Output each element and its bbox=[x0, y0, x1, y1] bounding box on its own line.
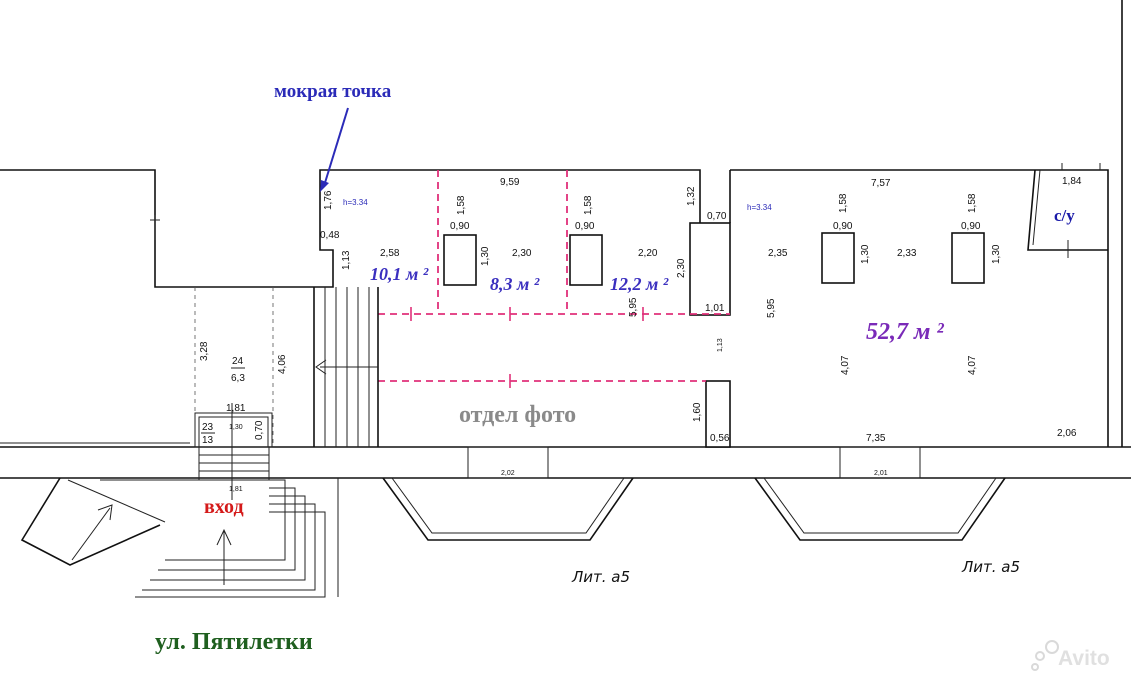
dim-160: 1,60 bbox=[692, 402, 703, 422]
dim-181: 1,81 bbox=[226, 403, 246, 414]
dim-258: 2,58 bbox=[380, 248, 400, 259]
area-room4: 52,7 м ² bbox=[866, 319, 944, 345]
dim-130d: 1,30 bbox=[991, 244, 1002, 264]
entrance-label: вход bbox=[204, 496, 244, 518]
pillar-lower bbox=[705, 380, 731, 448]
left-marks bbox=[150, 215, 160, 240]
dim-048: 0,48 bbox=[320, 230, 340, 241]
dim-090d: 0,90 bbox=[961, 221, 981, 232]
dim-13: 13 bbox=[202, 435, 214, 446]
dim-132: 1,32 bbox=[686, 186, 697, 206]
column-3 bbox=[821, 232, 855, 284]
wet-point-label: мокрая точка bbox=[274, 81, 392, 102]
street-label: ул. Пятилетки bbox=[155, 629, 313, 655]
wc-label: с/у bbox=[1054, 206, 1075, 225]
dim-230b: 2,30 bbox=[676, 258, 687, 278]
dim-113b: 1,13 bbox=[717, 338, 724, 352]
dim-158a: 1,58 bbox=[456, 195, 467, 215]
dim-176: 1,76 bbox=[323, 190, 334, 210]
dim-595a: 5,95 bbox=[628, 297, 639, 317]
column-1 bbox=[443, 234, 477, 286]
dim-595b: 5,95 bbox=[766, 298, 777, 318]
dim-158c: 1,58 bbox=[838, 193, 849, 213]
height-left: h=3.34 bbox=[343, 198, 368, 207]
dim-63: 6,3 bbox=[231, 373, 245, 384]
dim-735: 7,35 bbox=[866, 433, 886, 444]
dim-233: 2,33 bbox=[897, 248, 917, 259]
dim-406: 4,06 bbox=[277, 354, 288, 374]
area-room2: 8,3 м ² bbox=[490, 274, 540, 294]
dim-130c: 1,30 bbox=[860, 244, 871, 264]
dim-158d: 1,58 bbox=[967, 193, 978, 213]
exterior-walls bbox=[0, 0, 1131, 479]
columns bbox=[443, 222, 985, 448]
dim-407a: 4,07 bbox=[840, 355, 851, 375]
dim-202: 2,02 bbox=[501, 470, 515, 477]
lit-left-label: Лит. а5 bbox=[571, 568, 630, 586]
photo-dept-label: отдел фото bbox=[459, 402, 576, 428]
dim-23: 23 bbox=[202, 422, 214, 433]
wet-point-arrow bbox=[320, 107, 349, 192]
dim-757: 7,57 bbox=[871, 178, 891, 189]
area-room3: 12,2 м ² bbox=[610, 274, 669, 294]
dim-090c: 0,90 bbox=[833, 221, 853, 232]
height-right: h=3.34 bbox=[747, 203, 772, 212]
dimensions: 9,59 7,57 1,84 1,76 0,48 1,13 2,58 1,58 … bbox=[199, 176, 1082, 493]
area-room1: 10,1 м ² bbox=[370, 264, 429, 284]
bay-windows bbox=[382, 477, 1006, 541]
lit-right-label: Лит. а5 bbox=[961, 558, 1020, 576]
dim-407b: 4,07 bbox=[967, 355, 978, 375]
dim-206: 2,06 bbox=[1057, 428, 1077, 439]
dim-101: 1,01 bbox=[705, 303, 725, 314]
partitions bbox=[378, 170, 730, 388]
dim-113: 1,13 bbox=[341, 250, 352, 270]
column-2 bbox=[569, 234, 603, 286]
dim-130a: 1,30 bbox=[480, 246, 491, 266]
dim-220: 2,20 bbox=[638, 248, 658, 259]
dim-070: 0,70 bbox=[707, 211, 727, 222]
column-4 bbox=[951, 232, 985, 284]
dim-070b: 0,70 bbox=[254, 420, 265, 440]
dim-230a: 2,30 bbox=[512, 248, 532, 259]
dim-130b: 1,30 bbox=[229, 424, 243, 431]
wc-room bbox=[1027, 163, 1108, 258]
dim-959: 9,59 bbox=[500, 177, 520, 188]
dim-235: 2,35 bbox=[768, 248, 788, 259]
pillar-big bbox=[689, 222, 731, 316]
dim-184: 1,84 bbox=[1062, 176, 1082, 187]
stairs bbox=[20, 287, 379, 598]
dim-158b: 1,58 bbox=[583, 195, 594, 215]
dim-056: 0,56 bbox=[710, 433, 730, 444]
dim-181b: 1,81 bbox=[229, 486, 243, 493]
dim-328: 3,28 bbox=[199, 341, 210, 361]
dim-090b: 0,90 bbox=[575, 221, 595, 232]
dim-24: 24 bbox=[232, 356, 244, 367]
watermark-text: Avito bbox=[1058, 647, 1110, 670]
dim-201: 2,01 bbox=[874, 470, 888, 477]
dim-090a: 0,90 bbox=[450, 221, 470, 232]
avito-watermark: Avito bbox=[1031, 640, 1110, 671]
